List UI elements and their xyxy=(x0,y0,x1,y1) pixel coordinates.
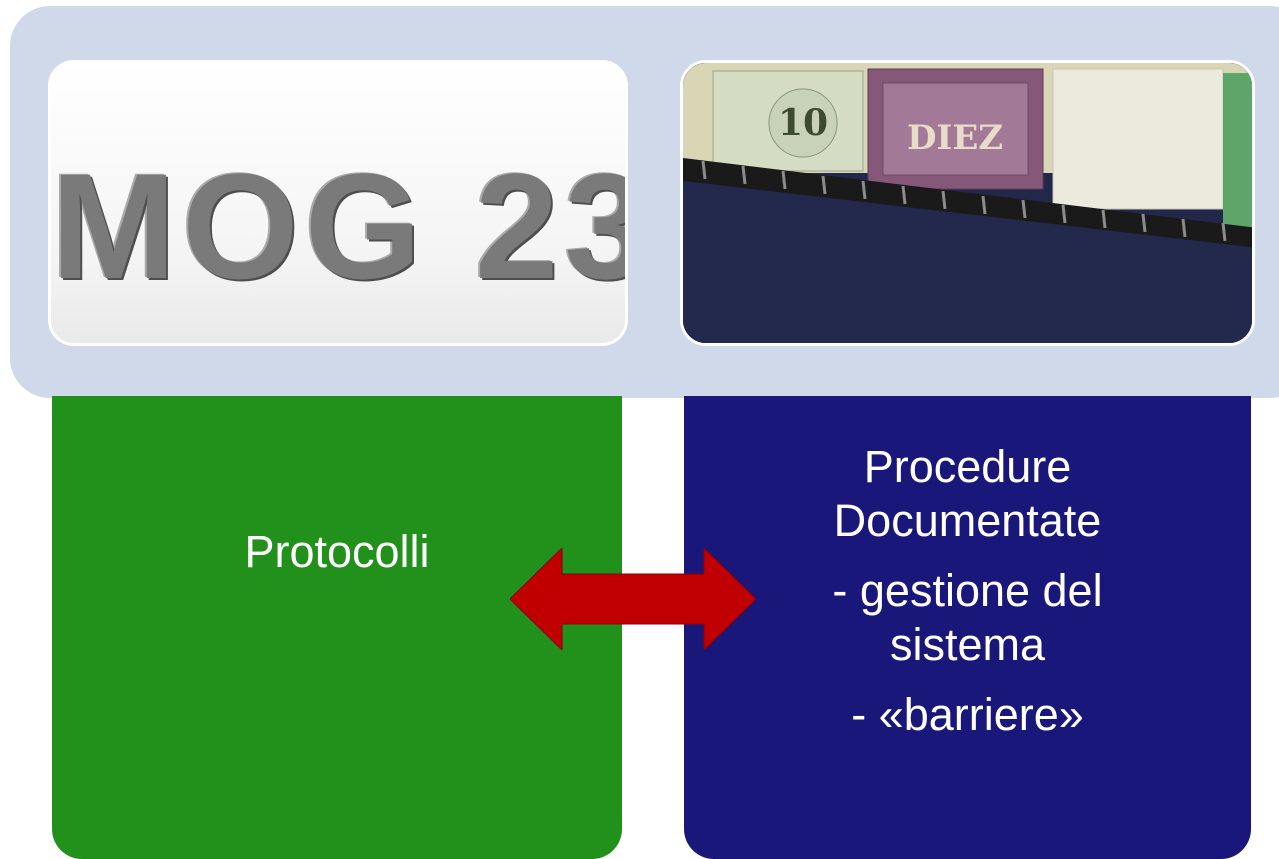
mog23-logo-image: MOG 23 xyxy=(48,60,628,346)
gestione-line1: - gestione del xyxy=(832,565,1103,616)
double-arrow-icon xyxy=(510,548,756,650)
protocolli-label: Protocolli xyxy=(244,526,430,577)
gestione-line2: sistema xyxy=(889,619,1046,670)
note-label-diez: DIEZ xyxy=(907,118,1003,158)
note-label-10: 10 xyxy=(778,102,828,144)
procedure-text: Procedure Documentate - gestione del sis… xyxy=(684,440,1251,742)
procedure-title-line2: Documentate xyxy=(833,495,1102,546)
banknotes-illustration: 10 DIEZ xyxy=(683,63,1252,343)
barriere-item: - «barriere» xyxy=(851,689,1084,740)
mog23-logo-text: MOG 23 xyxy=(51,142,628,310)
procedure-title-line1: Procedure xyxy=(863,441,1072,492)
banknotes-zipper-image: 10 DIEZ xyxy=(680,60,1255,346)
protocolli-box: Protocolli xyxy=(52,396,622,859)
procedure-box: Procedure Documentate - gestione del sis… xyxy=(684,396,1251,859)
